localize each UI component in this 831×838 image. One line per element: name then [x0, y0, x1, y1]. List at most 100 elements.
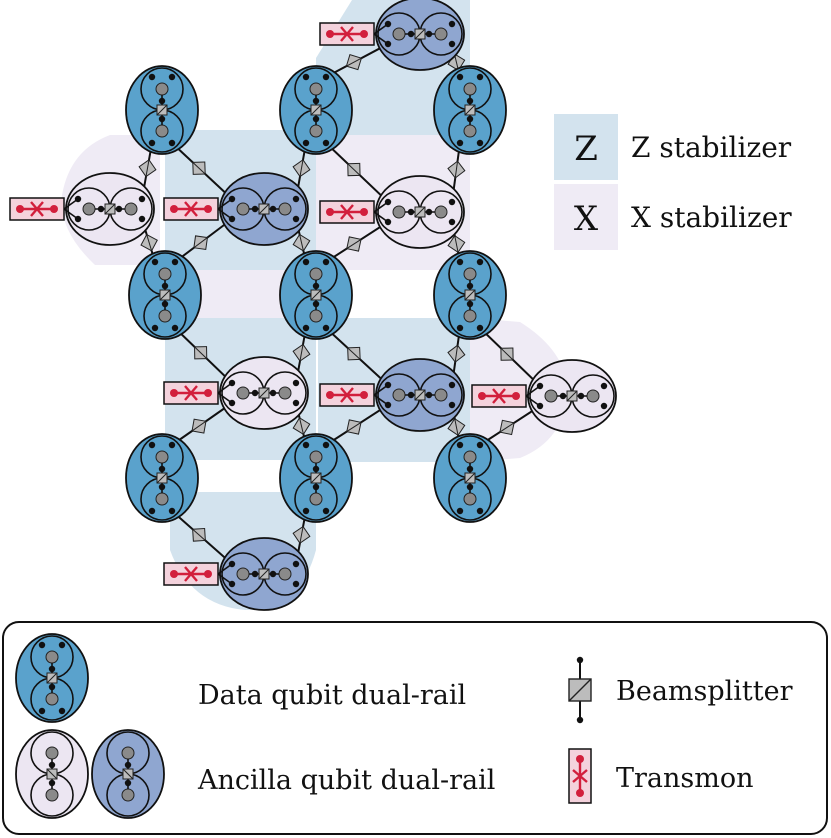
coupler-node [448, 40, 456, 48]
beamsplitter-diagonal [464, 104, 476, 116]
josephson-junction [492, 388, 506, 404]
internal-beamsplitter [46, 672, 58, 684]
transmon-coupling [217, 563, 233, 575]
beamsplitter-icon [191, 418, 207, 434]
beamsplitter-diagonal [145, 159, 150, 177]
data-qubit [15, 633, 89, 723]
coupler-node [251, 205, 259, 213]
transmon-pad [576, 789, 584, 797]
beamsplitter-diagonal [464, 472, 476, 484]
transmon-icon [163, 562, 219, 586]
z-ancilla-qubit [91, 729, 165, 819]
mode-dot [124, 202, 138, 216]
transmon-icon [163, 381, 219, 405]
beamsplitter-icon [193, 235, 208, 250]
coupler-node [448, 381, 456, 389]
z-stabilizer-label: Z stabilizer [631, 131, 792, 164]
coupler-node [124, 761, 132, 769]
beamsplitter-legend-icon [568, 678, 592, 702]
coupler-node [466, 282, 474, 290]
beamsplitter-diagonal [464, 289, 476, 301]
beamsplitter-diagonal [414, 389, 426, 401]
coupler-node [577, 392, 585, 400]
coupler-node [168, 73, 176, 81]
transmon-pad [204, 389, 212, 397]
x-stabilizer-letter: X [574, 199, 599, 239]
transmon-coupling [373, 23, 389, 35]
coupler-node [58, 707, 66, 715]
beamsplitter-icon [292, 233, 311, 252]
x-ancilla-qubit [375, 175, 465, 249]
coupler-node [148, 507, 156, 515]
mode-dot [463, 124, 477, 138]
coupler-node [48, 665, 56, 673]
mode-dot [392, 205, 406, 219]
coupler-node [312, 300, 320, 308]
coupler-node [148, 441, 156, 449]
transmon-pad [170, 205, 178, 213]
mode-dot [236, 386, 250, 400]
coupler-node [161, 300, 169, 308]
internal-beamsplitter [156, 104, 168, 116]
coupler-node [168, 441, 176, 449]
internal-beamsplitter [414, 389, 426, 401]
coupler-node [302, 73, 310, 81]
beamsplitter-diagonal [258, 387, 270, 399]
coupler-node [322, 507, 330, 515]
internal-beamsplitter [464, 289, 476, 301]
transmon-pad [170, 389, 178, 397]
transmon-coupling [373, 211, 389, 223]
coupler-node [466, 483, 474, 491]
coupler-node [251, 570, 259, 578]
transmon-pad [50, 205, 58, 213]
beamsplitter-diagonal [299, 417, 304, 435]
mode-dot [155, 124, 169, 138]
transmon-pad [326, 391, 334, 399]
coupler-node [168, 507, 176, 515]
internal-beamsplitter [258, 387, 270, 399]
coupler-node [171, 258, 179, 266]
beamsplitter-diagonal [46, 768, 58, 780]
internal-beamsplitter [414, 206, 426, 218]
data-qubit [279, 433, 353, 523]
coupler-node [148, 73, 156, 81]
coupler-node [576, 716, 584, 724]
mode-dot [45, 692, 59, 706]
component-legend: Data qubit dual-rail Ancilla qubit dual-… [2, 621, 828, 835]
coupler-node [158, 465, 166, 473]
beamsplitter-icon [347, 346, 361, 361]
data-qubit [125, 65, 199, 155]
coupler-node [456, 139, 464, 147]
coupler-node [292, 215, 300, 223]
coupler-node [322, 73, 330, 81]
beamsplitter-diagonal [566, 390, 578, 402]
coupler-node [322, 441, 330, 449]
coupler-node [466, 115, 474, 123]
coupler-node [466, 300, 474, 308]
transmon-icon [471, 384, 527, 408]
beamsplitter-diagonal [104, 203, 116, 215]
coupler-node [97, 205, 105, 213]
coupler-node [148, 139, 156, 147]
beamsplitter-icon [194, 346, 208, 360]
internal-beamsplitter [46, 768, 58, 780]
beamsplitter-icon [192, 161, 206, 175]
josephson-junction [340, 26, 354, 42]
mode-dot [463, 492, 477, 506]
transmon-icon [9, 197, 65, 221]
beamsplitter-diagonal [499, 422, 515, 433]
x-ancilla-qubit [15, 729, 89, 819]
beamsplitter-diagonal [310, 104, 322, 116]
transmon-coupling [217, 198, 233, 210]
mode-dot [278, 567, 292, 581]
beamsplitter-diagonal [500, 347, 514, 361]
coupler-node [48, 761, 56, 769]
beamsplitter-diagonal [194, 346, 208, 360]
coupler-node [322, 324, 330, 332]
z-stabilizer-letter: Z [574, 129, 598, 169]
data-qubit [128, 250, 202, 340]
mode-dot [309, 492, 323, 506]
coupler-node [48, 779, 56, 787]
beamsplitter-icon [499, 419, 515, 436]
coupler-node [168, 139, 176, 147]
